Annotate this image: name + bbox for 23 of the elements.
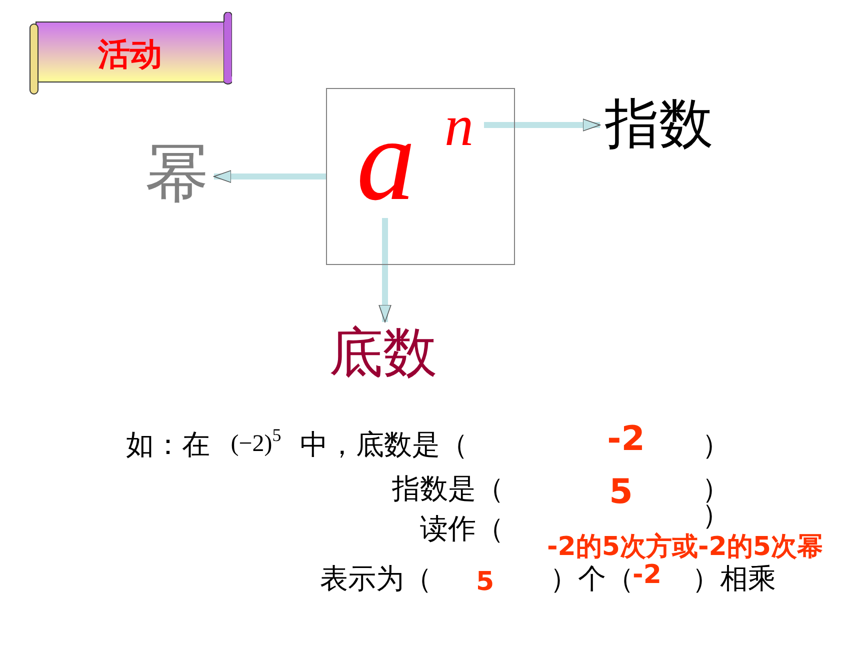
question-text: 读作（ — [419, 512, 504, 546]
math-expression: (−2)$^{5}$ — [230, 426, 282, 459]
question-text: 表示为（ — [319, 562, 432, 596]
question-text: 如：在 — [125, 428, 210, 462]
answer-text: 5 — [474, 566, 496, 598]
answer-text: -2 — [606, 420, 646, 458]
arrow — [214, 170, 326, 183]
power-term: 幂 — [140, 138, 214, 210]
base-term: 底数 — [323, 322, 443, 384]
expression-frame — [326, 88, 515, 265]
question-text: ）相乘 — [691, 562, 776, 596]
arrow — [484, 118, 600, 132]
answer-text: -2 — [632, 560, 662, 590]
question-text: ） — [701, 428, 730, 462]
exponent-letter: n — [433, 97, 485, 155]
question-text: ）个（ — [549, 562, 634, 596]
question-text: 指数是（ — [391, 472, 504, 506]
answer-text: -2的5次方或-2的5次幂 — [546, 532, 824, 562]
arrow — [378, 218, 392, 322]
question-text: 中，底数是（ — [300, 428, 469, 462]
exponent-term: 指数 — [600, 94, 718, 154]
base-letter: a — [346, 109, 426, 219]
answer-text: 5 — [608, 474, 634, 510]
